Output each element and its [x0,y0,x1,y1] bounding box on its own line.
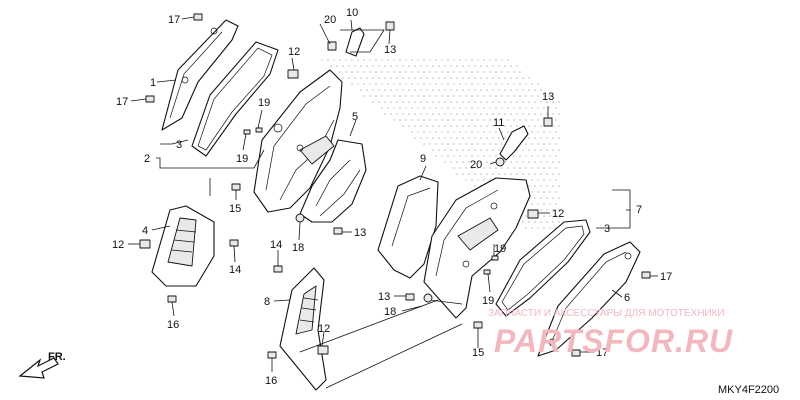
callout-9: 9 [420,153,426,165]
callout-18: 18 [384,306,396,318]
callout-19: 19 [236,153,248,165]
callout-labels: 17 1 17 2 3 20 10 13 12 19 19 5 15 18 13… [112,7,672,387]
diagram-code: MKY4F2200 [718,384,779,396]
front-direction-arrow: FR. [18,351,66,379]
leader-lines [128,16,658,389]
callout-16: 16 [265,375,277,387]
side-cover-right [537,241,641,357]
callout-1: 1 [150,77,156,89]
callout-13: 13 [542,91,554,103]
callout-2: 2 [144,153,150,165]
callout-12: 12 [288,46,300,58]
callout-13: 13 [384,44,396,56]
callout-3: 3 [604,223,610,235]
callout-13: 13 [354,227,366,239]
bracket-10 [345,27,365,57]
callout-13: 13 [378,291,390,303]
bracket-11 [499,125,529,161]
callout-19: 19 [494,243,506,255]
callout-20: 20 [470,159,482,171]
callout-12: 12 [552,208,564,220]
callout-20: 20 [324,14,336,26]
callout-5: 5 [352,111,358,123]
gasket-left [191,41,279,157]
callout-15: 15 [472,347,484,359]
callout-3: 3 [176,139,182,151]
callout-14: 14 [229,264,241,276]
duct-4 [151,205,215,287]
inner-duct-9 [377,175,439,279]
callout-8: 8 [264,296,270,308]
callout-7: 7 [636,204,642,216]
callout-17: 17 [116,96,128,108]
callout-14: 14 [270,239,282,251]
callout-19: 19 [258,97,270,109]
callout-15: 15 [229,203,241,215]
dot-pattern [321,59,560,229]
watermark-tagline: ЗАПЧАСТИ И АКСЕССУАРЫ ДЛЯ МОТОТЕХНИКИ [488,308,725,319]
callout-12: 12 [318,323,330,335]
callout-6: 6 [624,292,630,304]
callout-16: 16 [167,319,179,331]
watermark-brand: PARTSFOR.RU [494,323,733,359]
frame-cover-right [423,177,531,319]
gasket-right [495,219,591,317]
callout-18: 18 [292,242,304,254]
side-cover-left [161,19,239,131]
callout-17: 17 [660,271,672,283]
callout-19: 19 [482,295,494,307]
inner-cover-left [299,139,367,223]
callout-17: 17 [596,347,608,359]
frame-cover-left [253,69,343,213]
callout-11: 11 [493,117,504,129]
callout-12: 12 [112,239,124,251]
callout-10: 10 [346,7,358,19]
callout-17: 17 [168,14,180,26]
lower-cover-8 [279,267,327,391]
watermark: ЗАПЧАСТИ И АКСЕССУАРЫ ДЛЯ МОТОТЕХНИКИ PA… [488,308,733,359]
direction-label: FR. [48,351,66,363]
callout-4: 4 [142,225,148,237]
